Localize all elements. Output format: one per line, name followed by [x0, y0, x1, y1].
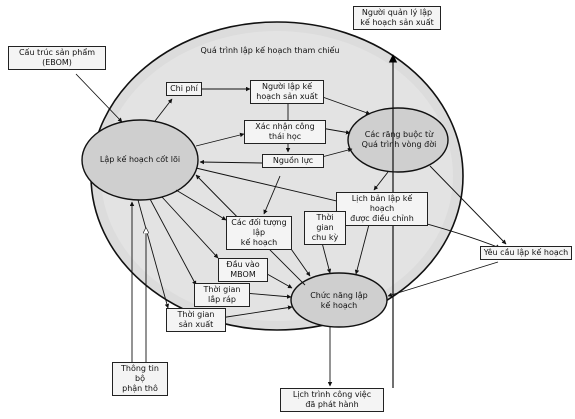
function-ellipse [290, 272, 388, 328]
ergonomics-box: Xác nhận công thái học [244, 120, 326, 144]
arrow-core-mbom [161, 196, 219, 259]
lifecycle-label: Các răng buộc từ Quá trình vòng đời [361, 130, 437, 149]
arrow-core-ergo [195, 132, 245, 147]
cycle-time-box: Thời gian chu kỳ [304, 211, 346, 245]
arrow-ebom-core [75, 73, 123, 123]
planning-objects-box: Các đối tượng lập kế hoạch [226, 216, 292, 250]
arrow-requirements-function [387, 261, 499, 297]
core-planning-ellipse [81, 119, 199, 201]
outer-process-texture [101, 31, 453, 321]
arrow-planner-lifecycle [316, 94, 371, 115]
manager-box: Người quản lý lập kế hoạch sản xuất [353, 6, 441, 30]
assembly-time-box: Thời gian lắp ráp [194, 283, 250, 307]
arrow-resources-core [199, 159, 263, 165]
production-time-box: Thời gian sản xuất [166, 308, 226, 332]
arrow-core-production [137, 199, 170, 309]
outer-process-title: Quá trình lập kế hoạch tham chiếu [200, 46, 340, 55]
lifecycle-ellipse [347, 107, 449, 173]
arrow-resources-objects [263, 175, 281, 215]
adjusted-scenario-box: Lịch bản lập kế hoạch được điều chỉnh [336, 192, 428, 226]
planner-box: Người lập kế hoạch sản xuất [250, 80, 324, 104]
arrow-assembly-function [243, 292, 292, 299]
cost-box: Chi phí [166, 82, 202, 96]
arrow-core-cost [154, 98, 173, 122]
arrow-production-function [219, 305, 293, 319]
core-planning-label: Lập kế hoạch cốt lõi [99, 155, 181, 164]
ebom-box: Cấu trúc sản phẩm (EBOM) [8, 46, 106, 70]
arrow-lifecycle-adjusted [373, 171, 389, 191]
work-schedule-box: Lịch trình công việc đã phát hành [280, 388, 384, 412]
function-label: Chức năng lập kế hoạch [310, 291, 368, 310]
partial-info-box: Thông tin bộ phận thô [112, 362, 168, 396]
arrow-core-objects [175, 189, 227, 221]
resources-box: Nguồn lực [262, 154, 324, 168]
arrow-lifecycle-requirements [429, 165, 507, 245]
connectors [75, 54, 507, 388]
arrow-core-assembly [149, 198, 197, 286]
requirements-box: Yêu cầu lập kế hoạch [480, 246, 572, 260]
mbom-input-box: Đầu vào MBOM [218, 258, 268, 282]
